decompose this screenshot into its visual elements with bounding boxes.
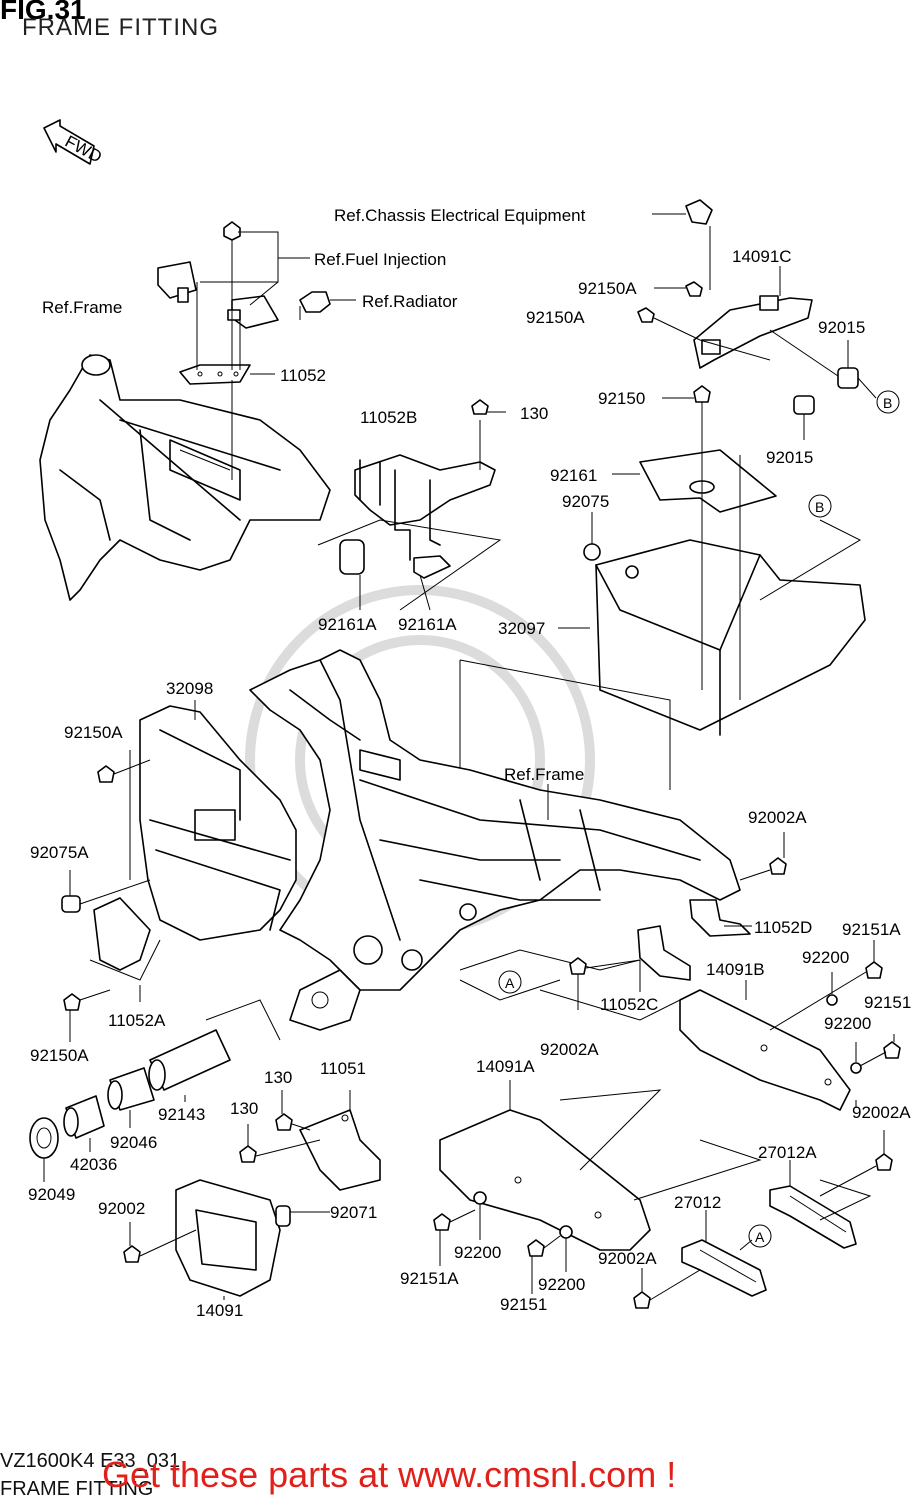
- bracket-11052B-assembly: [317, 399, 506, 611]
- reference-frame-left: [39, 354, 331, 601]
- forward-arrow-icon: FWD: [43, 119, 105, 167]
- marker-b-tray: B: [808, 494, 832, 518]
- part-label: 42036: [70, 1155, 117, 1174]
- bracket-11051-assembly: [239, 1090, 381, 1191]
- cover-14091-assembly: [123, 1179, 330, 1300]
- part-label: 92151: [500, 1295, 547, 1314]
- part-label: 14091: [196, 1301, 243, 1320]
- part-label: 32098: [166, 679, 213, 698]
- part-label: 92002A: [748, 808, 807, 827]
- main-frame-center: [249, 649, 741, 1031]
- ref-fuel-injection-label: Ref.Fuel Injection: [314, 250, 446, 269]
- cta-link[interactable]: Get these parts at www.cmsnl.com !: [102, 1454, 677, 1495]
- part-label: 11052C: [600, 995, 658, 1014]
- part-label: 130: [230, 1099, 258, 1118]
- battery-case-32097: [459, 395, 866, 860]
- marker-b-tray-label: B: [815, 499, 824, 515]
- bracket-27012-assembly: [633, 1210, 767, 1309]
- part-label: 11052D: [754, 918, 812, 937]
- part-label: 92151A: [400, 1269, 459, 1288]
- figure-number: FIG.31: [0, 0, 86, 25]
- pivot-bushing-assembly: [29, 999, 281, 1182]
- footer-diagram-code: VZ1600K4 E33_031: [0, 1450, 181, 1472]
- cover-14091A-assembly: [433, 1080, 762, 1294]
- part-label: 11052B: [360, 408, 417, 427]
- part-label: 92002: [98, 1199, 145, 1218]
- part-label: 92046: [110, 1133, 157, 1152]
- part-label: 92075: [562, 492, 609, 511]
- part-label: 92200: [824, 1014, 871, 1033]
- part-label: 92075A: [30, 843, 89, 862]
- part-label: 11052: [280, 366, 326, 385]
- part-label: 92161A: [318, 615, 377, 634]
- marker-b-right-label: B: [883, 395, 892, 411]
- ref-radiator-label: Ref.Radiator: [362, 292, 458, 311]
- figure-title: FRAME FITTING: [22, 14, 219, 41]
- cover-14091B-assembly: [569, 832, 901, 1111]
- bracket-11052-assembly: [157, 221, 356, 480]
- part-label: 92071: [330, 1203, 377, 1222]
- part-label: 130: [264, 1068, 292, 1087]
- part-label: 11051: [320, 1059, 366, 1078]
- cover-14091C-assembly: [637, 199, 877, 440]
- part-label: 130: [520, 404, 548, 423]
- side-case-32098-assembly: [61, 700, 297, 1042]
- part-label: 92161: [550, 466, 597, 485]
- fwd-label: FWD: [62, 132, 105, 167]
- marker-b-right: B: [876, 390, 900, 414]
- part-label: 11052A: [108, 1011, 166, 1030]
- ref-frame-left-label: Ref.Frame: [42, 298, 122, 317]
- part-label: 92150A: [526, 308, 585, 327]
- part-label: 14091A: [476, 1057, 535, 1076]
- part-label: 92002A: [852, 1103, 911, 1122]
- part-label: 32097: [498, 619, 545, 638]
- part-label: 92150A: [64, 723, 123, 742]
- part-label: 92150A: [30, 1046, 89, 1065]
- part-label: 92015: [818, 318, 865, 337]
- part-label: 92161A: [398, 615, 457, 634]
- part-label: 92002A: [598, 1249, 657, 1268]
- marker-a-center: A: [498, 970, 522, 994]
- part-label: 92002A: [540, 1040, 599, 1059]
- part-label: 92015: [766, 448, 813, 467]
- ref-frame-center-label: Ref.Frame: [504, 765, 584, 784]
- marker-a-bottom-label: A: [755, 1229, 765, 1245]
- part-label: 92049: [28, 1185, 75, 1204]
- ref-chassis-electrical-label: Ref.Chassis Electrical Equipment: [334, 206, 586, 225]
- part-label: 92143: [158, 1105, 205, 1124]
- part-label: 27012A: [758, 1143, 817, 1162]
- part-label: 14091C: [732, 247, 792, 266]
- part-label: 27012: [674, 1193, 721, 1212]
- part-label: 92151: [864, 993, 911, 1012]
- part-label: 92150: [598, 389, 645, 408]
- part-label: 92200: [538, 1275, 585, 1294]
- marker-a-center-label: A: [505, 975, 515, 991]
- part-label: 92200: [802, 948, 849, 967]
- bracket-27012A-assembly: [769, 1130, 893, 1249]
- part-label: 92150A: [578, 279, 637, 298]
- footer-subtitle: FRAME FITTING: [0, 1478, 154, 1500]
- part-label: 14091B: [706, 960, 765, 979]
- part-label: 92151A: [842, 920, 901, 939]
- part-label: 92200: [454, 1243, 501, 1262]
- marker-a-bottom: A: [748, 1224, 772, 1248]
